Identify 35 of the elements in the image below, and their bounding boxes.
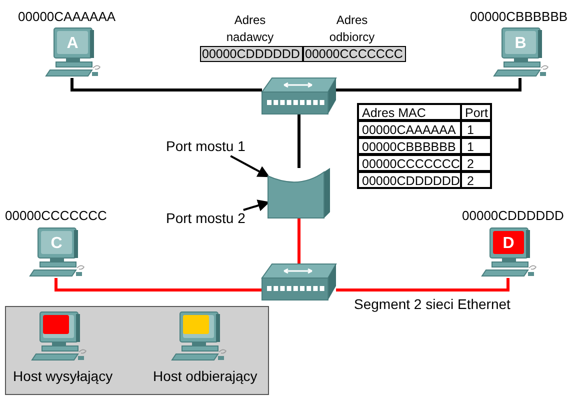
segment-label: Segment 2 sieci Ethernet: [354, 296, 510, 312]
arrow: [230, 155, 270, 178]
table-cell: 1: [460, 120, 492, 138]
table-cell: 2: [460, 171, 492, 189]
cable-line: [70, 78, 262, 92]
arrow: [243, 200, 270, 212]
mac-address-label: 00000CCCCCCC: [5, 208, 107, 223]
field-heading: Adres odbiorcy: [328, 12, 376, 46]
address-field: 00000CCCCCCC: [303, 46, 406, 62]
table-cell: 2: [460, 154, 492, 172]
cable-line: [298, 114, 300, 168]
table-cell: 00000CBBBBBB: [357, 137, 462, 155]
computer-letter: D: [502, 234, 516, 254]
table-cell: Adres MAC: [357, 103, 462, 121]
table-cell: 1: [460, 137, 492, 155]
table-cell: 00000CCCCCCC: [357, 154, 462, 172]
computer-letter: B: [514, 34, 528, 54]
table-cell: 00000CAAAAAA: [357, 120, 462, 138]
mac-address-label: 00000CDDDDDD: [462, 208, 564, 223]
address-field: 00000CDDDDDD: [200, 46, 303, 62]
table-cell: Port: [460, 103, 492, 121]
port-label: Port mostu 2: [166, 210, 246, 226]
legend-label: Host wysyłający: [13, 368, 113, 384]
field-heading: Adres nadawcy: [225, 12, 275, 46]
legend-label: Host odbierający: [153, 368, 258, 384]
cable-line: [336, 78, 522, 92]
cable-line: [336, 278, 510, 292]
cable-line: [298, 218, 300, 264]
mac-address-label: 00000CBBBBBB: [470, 9, 568, 24]
computer-letter: C: [50, 234, 64, 254]
cable-line: [54, 278, 262, 292]
table-cell: 00000CDDDDDD: [357, 171, 462, 189]
computer-letter: A: [66, 34, 80, 54]
port-label: Port mostu 1: [166, 138, 246, 154]
mac-address-label: 00000CAAAAAA: [18, 9, 116, 24]
